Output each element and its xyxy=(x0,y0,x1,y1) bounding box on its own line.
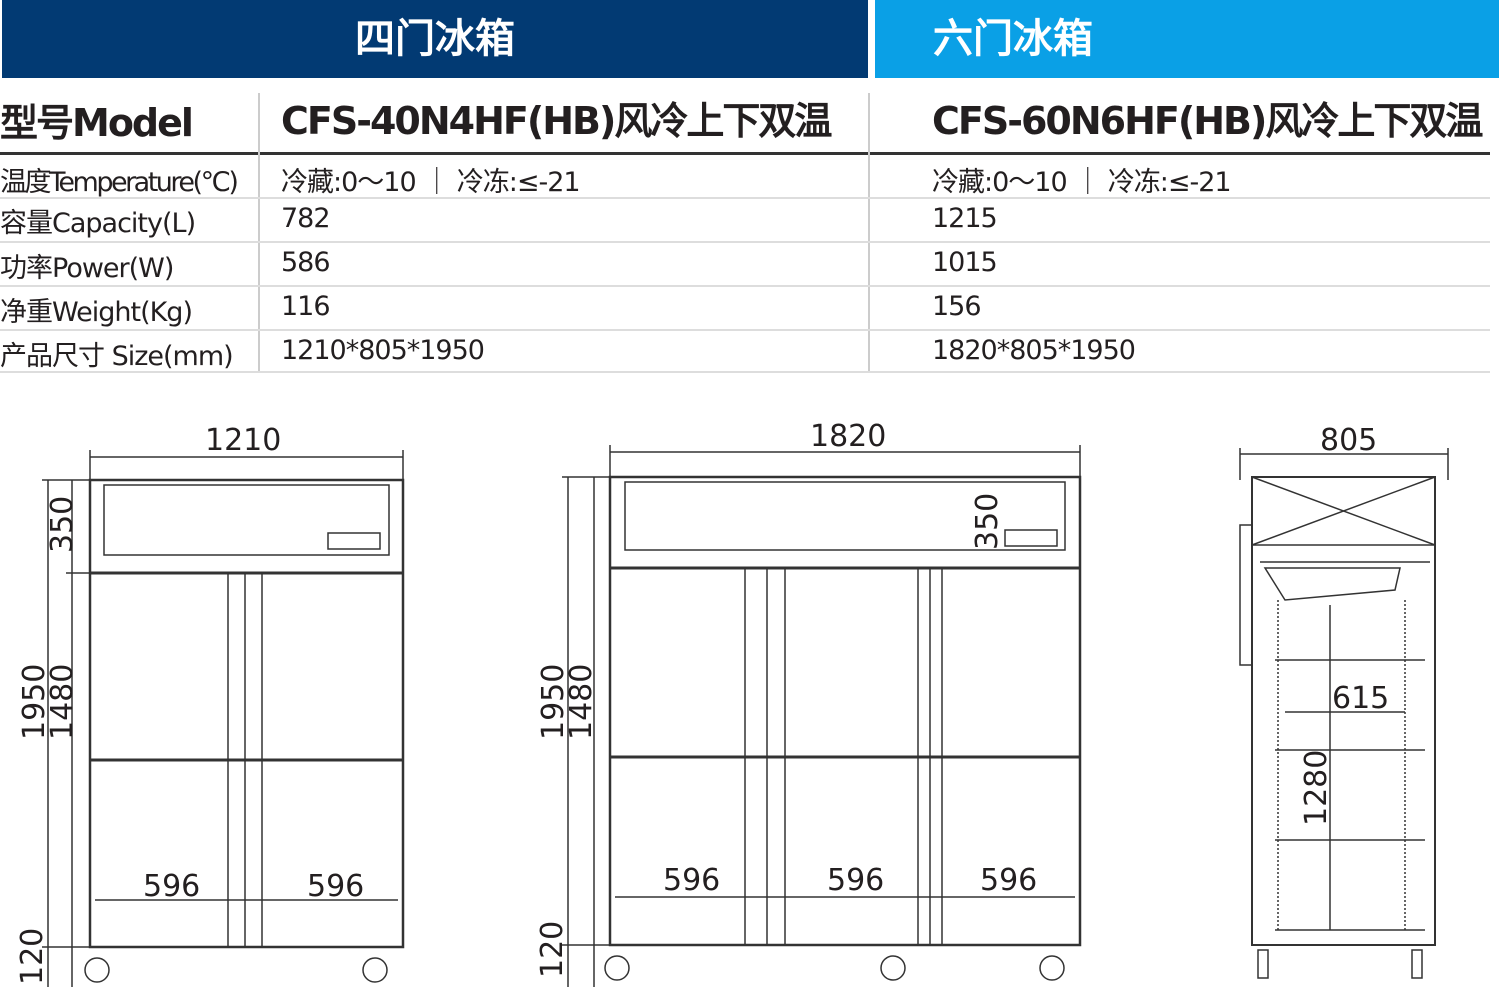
header-six-door: 六门冰箱 xyxy=(875,0,1499,78)
dim-door-width: 596 xyxy=(663,863,720,898)
dim-top-height: 350 xyxy=(45,496,80,553)
dim-door-width: 596 xyxy=(827,863,884,898)
dim-body-height: 1480 xyxy=(45,664,80,740)
dim-inner-depth: 615 xyxy=(1332,681,1389,716)
dim-base-height: 120 xyxy=(15,928,50,985)
dim-body-height: 1480 xyxy=(564,664,599,740)
row-value: 156 xyxy=(932,291,982,322)
dim-door-width: 596 xyxy=(307,869,364,904)
header-title: 六门冰箱 xyxy=(933,16,1093,62)
dim-door-width: 596 xyxy=(980,863,1037,898)
dim-inner-height: 1280 xyxy=(1299,750,1334,826)
four-door-drawing: 1210 596 596 1950 1480 350 120 xyxy=(15,423,405,987)
model-four-door: CFS-40N4HF(HB)风冷上下双温 xyxy=(281,99,832,143)
row-value: 冷藏:0～10 ｜ 冷冻:≤-21 xyxy=(932,167,1232,198)
row-label: 温度Temperature(℃) xyxy=(0,167,239,198)
dim-height: 1950 xyxy=(17,664,52,740)
dim-width: 1210 xyxy=(205,423,281,458)
dim-top-height: 350 xyxy=(970,493,1005,550)
side-view-drawing: 805 615 1280 xyxy=(1239,423,1449,979)
row-label: 净重Weight(Kg) xyxy=(0,297,193,328)
dim-depth: 805 xyxy=(1320,423,1377,458)
six-door-drawing: 1820 596 596 596 1950 1480 350 120 xyxy=(535,419,1082,987)
row-value: 586 xyxy=(281,247,331,278)
row-label: 容量Capacity(L) xyxy=(0,208,196,239)
model-label: 型号Model xyxy=(0,101,194,145)
row-value: 1820*805*1950 xyxy=(932,335,1136,366)
row-value: 1210*805*1950 xyxy=(281,335,485,366)
row-label: 功率Power(W) xyxy=(0,253,174,284)
row-label: 产品尺寸 Size(mm) xyxy=(0,341,234,372)
dim-height: 1950 xyxy=(536,664,571,740)
row-value: 782 xyxy=(281,203,331,234)
row-value: 冷藏:0～10 ｜ 冷冻:≤-21 xyxy=(281,167,581,198)
dim-door-width: 596 xyxy=(143,869,200,904)
header-four-door: 四门冰箱 xyxy=(2,0,868,78)
row-value: 1015 xyxy=(932,247,998,278)
model-six-door: CFS-60N6HF(HB)风冷上下双温 xyxy=(932,99,1483,143)
header-title: 四门冰箱 xyxy=(355,16,515,62)
dim-width: 1820 xyxy=(810,419,886,454)
dim-base-height: 120 xyxy=(535,921,570,978)
row-value: 1215 xyxy=(932,203,998,234)
row-value: 116 xyxy=(281,291,331,322)
